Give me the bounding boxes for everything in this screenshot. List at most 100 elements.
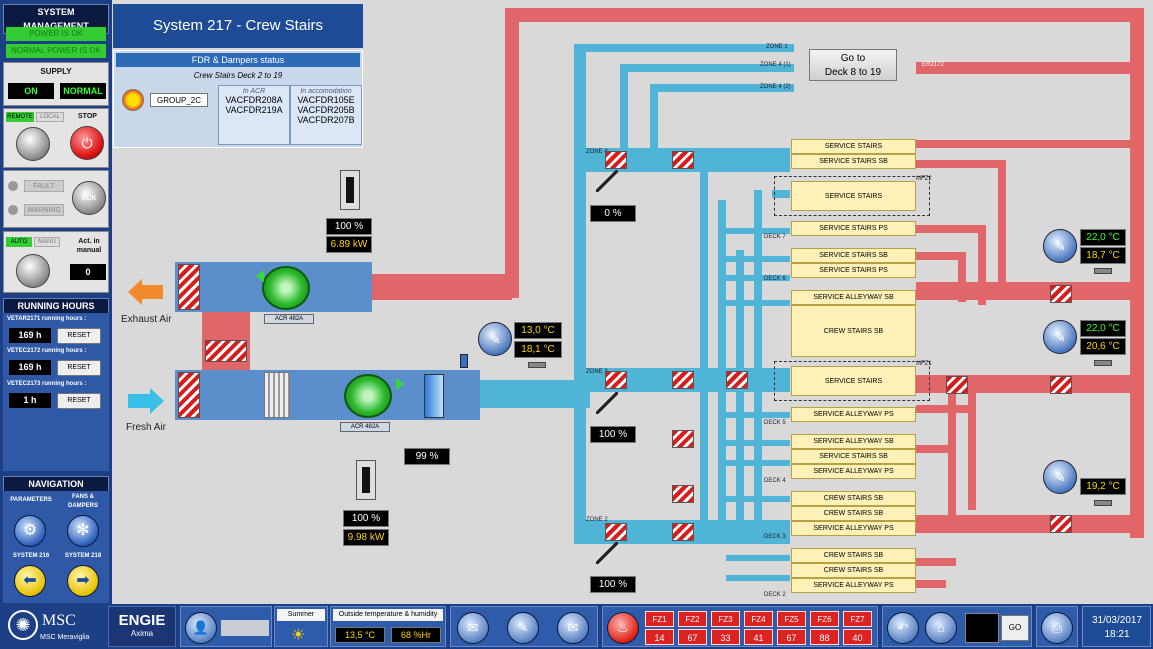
msc-subtitle: MSC Meraviglia [40, 634, 90, 641]
fdr-dampers-panel: FDR & Dampers status Crew Stairs Deck 2 … [113, 50, 363, 148]
fz-label[interactable]: FZ1 [645, 611, 674, 627]
zone3-damper-icon[interactable] [605, 371, 627, 389]
deck-label: DECK 7 [764, 234, 786, 240]
ack-button[interactable]: ACK [72, 181, 106, 215]
exhaust-drive-icon[interactable] [340, 170, 360, 210]
branch-damper-icon[interactable] [672, 485, 694, 503]
mode-selector-knob[interactable] [16, 127, 50, 161]
exhaust-right-riser [1130, 8, 1144, 538]
home-icon[interactable]: ⌂ [925, 612, 957, 644]
parameters-label: PARAMETERS [10, 497, 52, 503]
fz-label[interactable]: FZ4 [744, 611, 773, 627]
fz-label[interactable]: FZ7 [843, 611, 872, 627]
user-icon[interactable]: 👤 [185, 612, 217, 644]
zone2-pct: 100 % [590, 576, 636, 593]
remote-button[interactable]: REMOTE [6, 112, 34, 122]
auto-button[interactable]: AUTO [6, 237, 32, 247]
supply-temp-2: 18,1 °C [514, 341, 562, 358]
goto-deck-button[interactable]: Go to Deck 8 to 19 [809, 49, 897, 81]
fans-dampers-nav-icon[interactable]: ✻ [67, 515, 99, 547]
fz-label[interactable]: FZ6 [810, 611, 839, 627]
go-button[interactable]: GO [1001, 615, 1029, 641]
group-alarm-icon [122, 89, 144, 111]
supply-branch-f [726, 412, 790, 418]
fz-value: 40 [843, 629, 872, 645]
tools-icon[interactable]: ✎ [507, 612, 539, 644]
service-area: SERVICE STAIRS SB [791, 449, 916, 464]
branch-damper-icon[interactable] [672, 371, 694, 389]
printer-icon[interactable]: ⎙ [1041, 612, 1073, 644]
auto-manual-knob[interactable] [16, 254, 50, 288]
branch-damper-icon[interactable] [726, 371, 748, 389]
supply-collector-4 [754, 190, 762, 520]
deck-label: DECK 6 [764, 276, 786, 282]
supply-branch-g [726, 440, 790, 446]
branch-damper-icon[interactable] [672, 430, 694, 448]
stop-button-icon[interactable]: ⏻ [70, 126, 104, 160]
exhaust-zone-damper-icon[interactable] [946, 376, 968, 394]
fz-label[interactable]: FZ3 [711, 611, 740, 627]
exhaust-air-label: Exhaust Air [121, 314, 172, 325]
fdr-acr-title: In ACR [242, 88, 266, 95]
supply-label: SUPPLY [40, 67, 72, 76]
exhaust-riser-2 [998, 160, 1006, 290]
fz-value: 41 [744, 629, 773, 645]
exhaust-zone-damper-icon[interactable] [1050, 376, 1072, 394]
supply-branch-e [726, 300, 790, 306]
exhaust-riser-5 [968, 380, 976, 510]
exhaust-zone-damper-icon[interactable] [1050, 285, 1072, 303]
rh-label-2: VETEC2172 running hours : [7, 348, 87, 354]
exhaust-fan-kw: 6.89 kW [326, 236, 372, 253]
exhaust-damper-icon[interactable] [178, 264, 200, 310]
zone4-2-duct [650, 84, 794, 92]
log-icon[interactable]: ✉ [557, 612, 589, 644]
exhaust-arrow-tail [141, 285, 163, 299]
fault-lamp-icon [8, 181, 18, 191]
supply-drive-icon[interactable] [356, 460, 376, 500]
back-icon[interactable]: ↶ [887, 612, 919, 644]
rh-value-1: 169 h [9, 328, 51, 343]
zone2-damper-icon[interactable] [605, 523, 627, 541]
fz-label[interactable]: FZ5 [777, 611, 806, 627]
supply-collector-3 [736, 250, 744, 530]
arrow-right-icon[interactable]: ➡ [67, 565, 99, 597]
power-status-2: NORMAL POWER IS OK [6, 44, 106, 58]
local-button[interactable]: LOCAL [36, 112, 64, 122]
zone4-1-duct [620, 64, 794, 72]
fresh-air-damper-icon[interactable] [178, 372, 200, 418]
exhaust-temp-3: 19,2 °C [1080, 478, 1126, 495]
service-area: SERVICE STAIRS PS [791, 221, 916, 236]
exhaust-temp-setpoint-icon[interactable]: ✎ [1043, 229, 1077, 263]
report-icon[interactable]: ✉ [457, 612, 489, 644]
exhaust-temp-setpoint-icon[interactable]: ✎ [1043, 460, 1077, 494]
page-number-input[interactable] [965, 613, 999, 643]
exhaust-zone-damper-icon[interactable] [1050, 515, 1072, 533]
zone2-actuator-icon [596, 542, 618, 564]
branch-damper-icon[interactable] [672, 151, 694, 169]
parameters-nav-icon[interactable]: ⚙ [14, 515, 46, 547]
supply-temp-setpoint-icon[interactable]: ✎ [478, 322, 512, 356]
zone4-damper-icon[interactable] [605, 151, 627, 169]
zone1-label: ZONE 1 [766, 44, 788, 50]
fz-value: 88 [810, 629, 839, 645]
rh-reset-button-2[interactable]: RESET [57, 360, 101, 376]
fz-label[interactable]: FZ2 [678, 611, 707, 627]
rh-reset-button-3[interactable]: RESET [57, 393, 101, 409]
fresh-air-arrow-icon [150, 388, 164, 414]
supply-fan-kw: 9.98 kW [343, 529, 389, 546]
warning-lamp-icon [8, 205, 18, 215]
recovery-damper-icon[interactable] [205, 340, 247, 362]
supply-branch-j [726, 555, 790, 561]
rh-reset-button-1[interactable]: RESET [57, 328, 101, 344]
manu-button[interactable]: MANU [34, 237, 60, 247]
exhaust-temp-setpoint-icon[interactable]: ✎ [1043, 320, 1077, 354]
exhaust-temp-2a: 22,0 °C [1080, 320, 1126, 337]
branch-damper-icon[interactable] [672, 523, 694, 541]
exhaust-fan-icon[interactable] [262, 266, 310, 310]
arrow-left-icon[interactable]: ⬅ [14, 565, 46, 597]
supply-fan-icon[interactable] [344, 374, 392, 418]
service-area: SERVICE ALLEYWAY SB [791, 434, 916, 449]
fire-alarm-icon[interactable]: ♨ [607, 612, 639, 644]
msc-logo-icon: ✺ [8, 610, 38, 640]
exhaust-branch-3 [916, 225, 986, 233]
